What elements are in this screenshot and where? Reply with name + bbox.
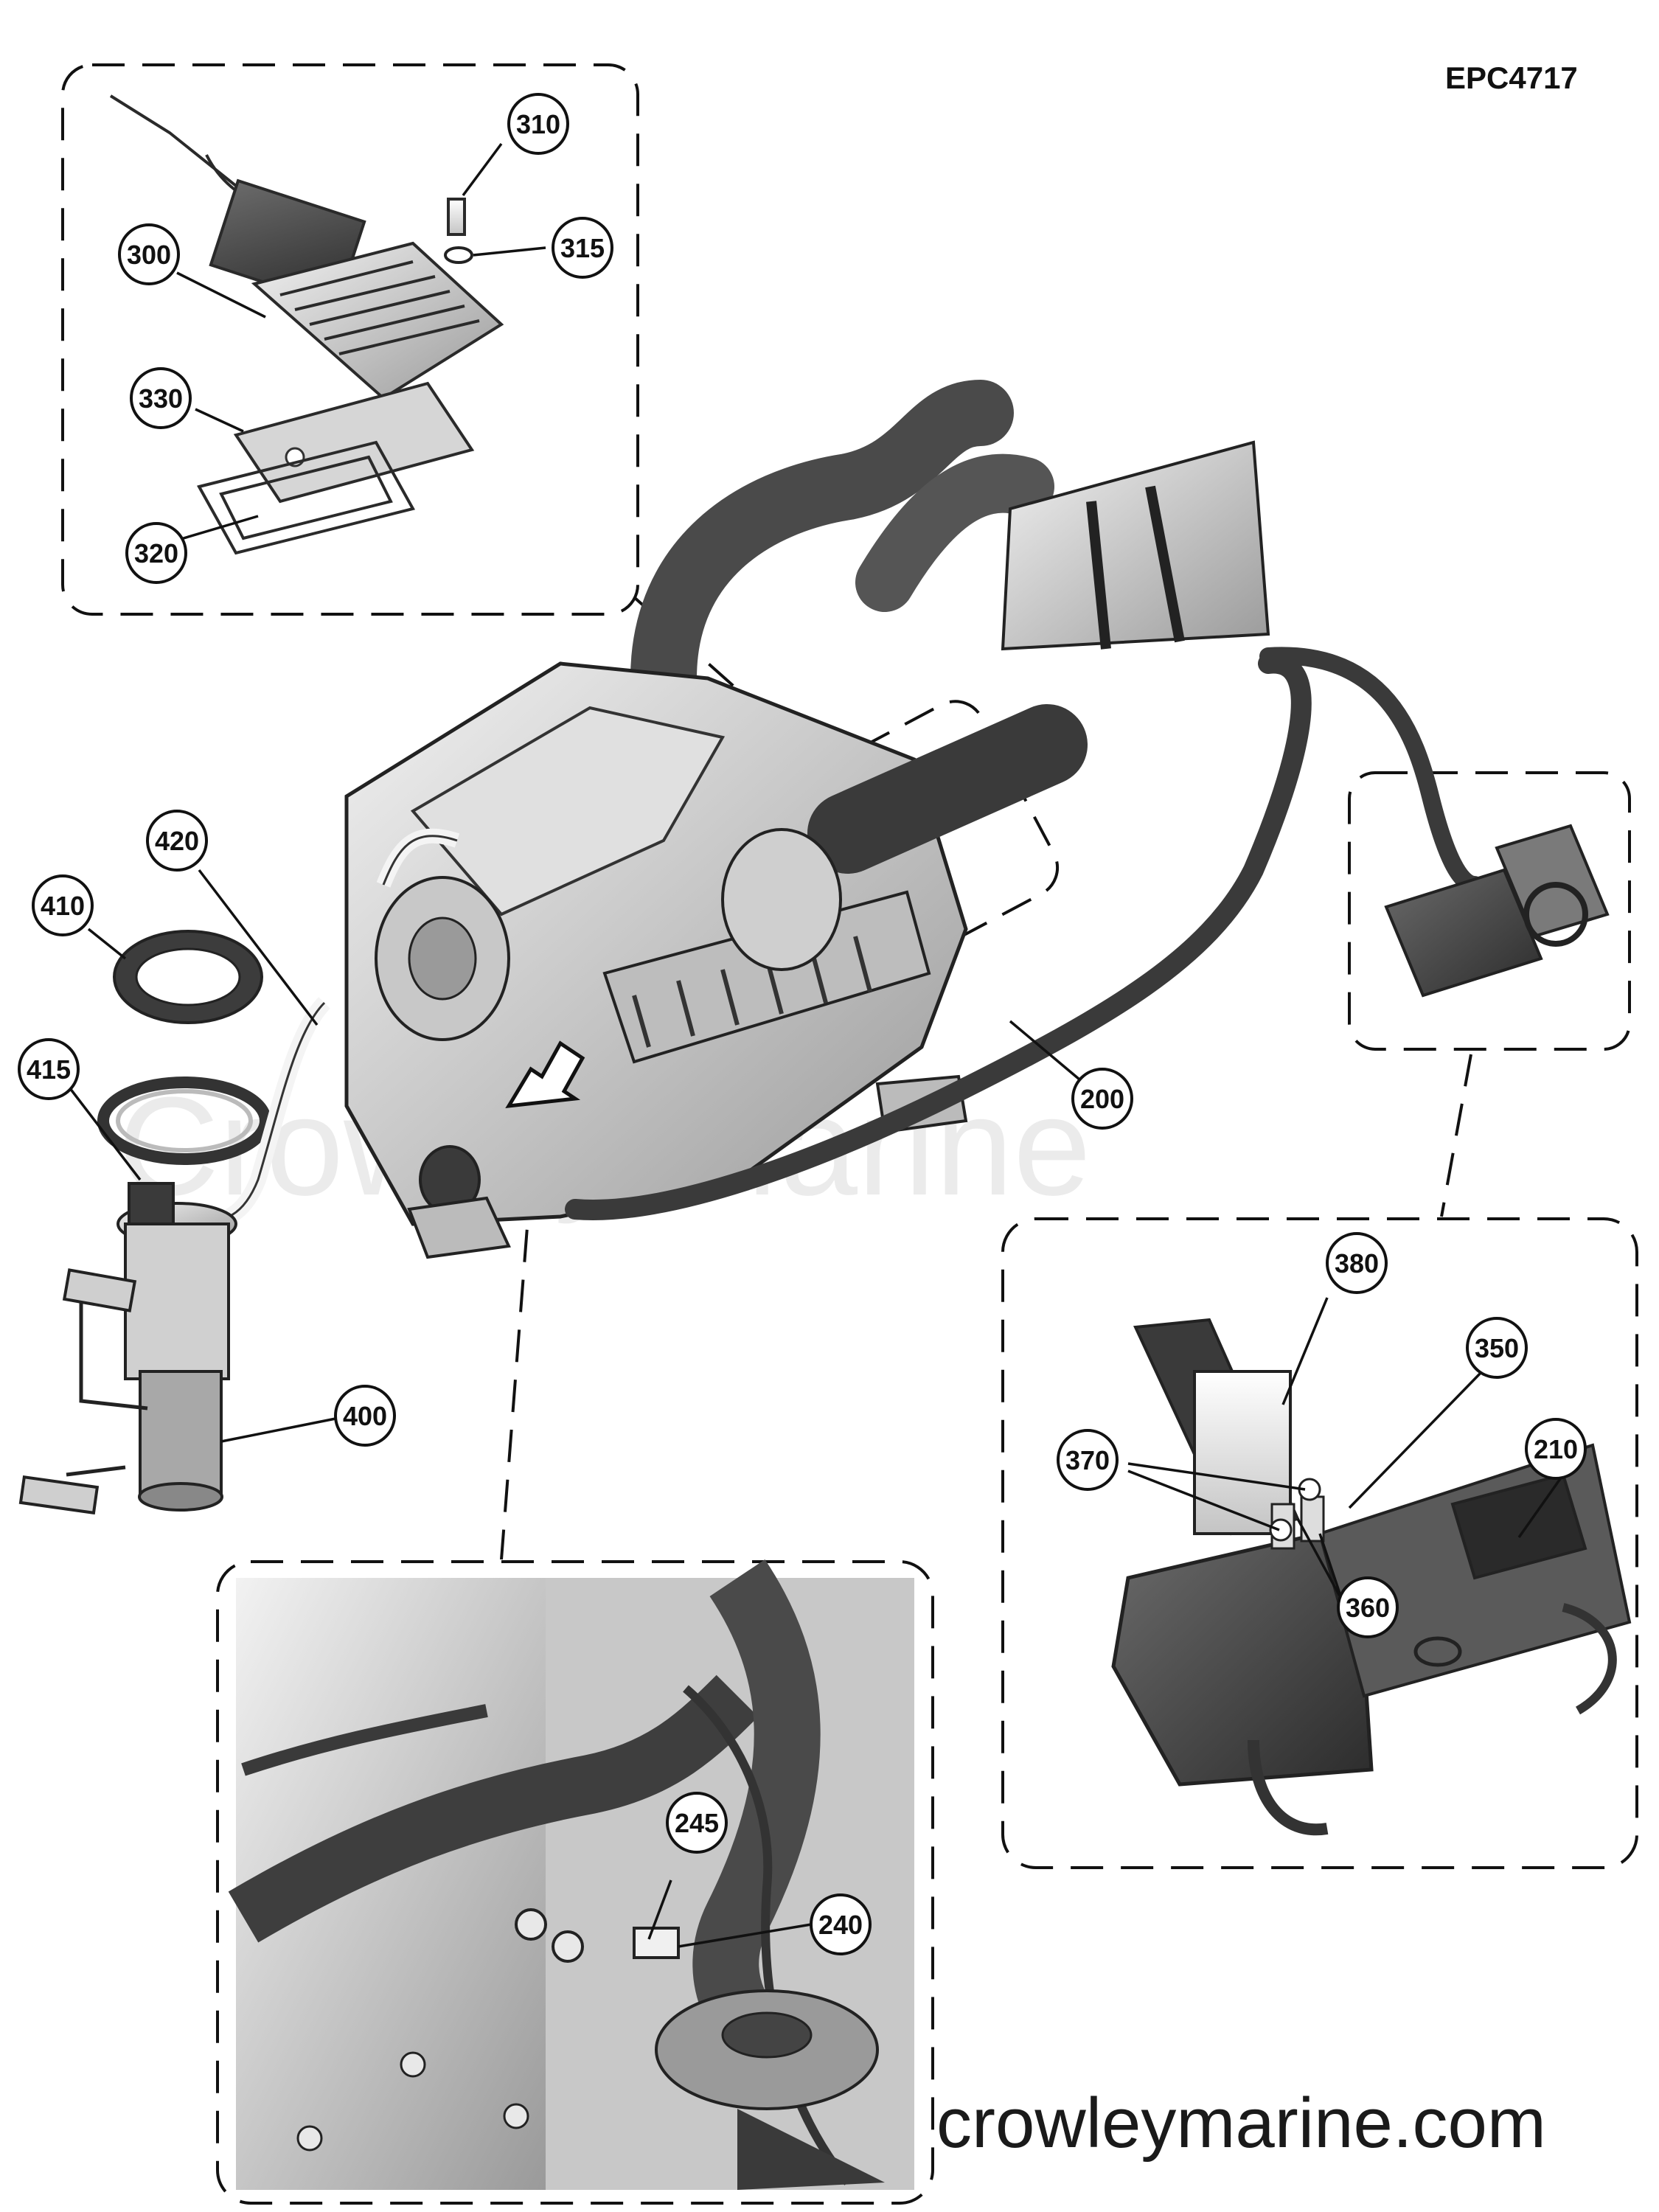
svg-text:410: 410 (41, 891, 85, 921)
callout-410: 410 (32, 874, 94, 936)
callout-330: 330 (130, 367, 192, 429)
svg-text:210: 210 (1534, 1434, 1578, 1464)
svg-text:245: 245 (675, 1808, 719, 1838)
svg-text:400: 400 (343, 1401, 387, 1431)
callout-360: 360 (1337, 1576, 1399, 1638)
svg-text:370: 370 (1065, 1445, 1110, 1475)
callout-420: 420 (146, 810, 208, 872)
svg-text:420: 420 (155, 826, 199, 856)
svg-text:320: 320 (134, 538, 178, 568)
starter-solenoid-illustration (1111, 1318, 1632, 1836)
voltage-regulator-illustration (109, 94, 504, 555)
solenoid-small-illustration (1384, 824, 1610, 998)
svg-text:200: 200 (1080, 1084, 1124, 1114)
callout-415: 415 (18, 1038, 80, 1100)
detail-link-ground (500, 1179, 532, 1560)
svg-text:300: 300 (127, 240, 171, 270)
harness-branch-illustration (1259, 647, 1484, 894)
callout-245: 245 (666, 1792, 728, 1854)
svg-text:310: 310 (516, 109, 560, 139)
detail-frame-solenoid (1001, 1217, 1638, 1869)
fuel-pump-illustration (18, 930, 331, 1515)
callout-320: 320 (125, 522, 187, 584)
callout-310: 310 (507, 93, 569, 155)
callout-210: 210 (1525, 1418, 1587, 1480)
detail-link-solenoid (1440, 1054, 1472, 1217)
callout-370: 370 (1057, 1429, 1119, 1491)
svg-text:315: 315 (560, 233, 605, 263)
wiring-harness-illustration (565, 653, 1312, 1220)
callout-200: 200 (1071, 1068, 1133, 1130)
callout-300: 300 (118, 223, 180, 285)
callout-400: 400 (334, 1385, 396, 1447)
detail-frame-regulator (61, 63, 639, 616)
svg-text:330: 330 (139, 383, 183, 414)
svg-text:240: 240 (818, 1910, 863, 1940)
callout-315: 315 (552, 217, 613, 279)
svg-text:380: 380 (1335, 1248, 1379, 1279)
site-url: crowleymarine.com (936, 2084, 1546, 2163)
callout-240: 240 (810, 1893, 872, 1955)
callout-380: 380 (1326, 1232, 1388, 1294)
ground-detail-illustration (228, 1559, 914, 2190)
document-code: EPC4717 (1445, 60, 1578, 95)
detail-frame-solenoid-small (1348, 771, 1631, 1051)
engine-assembly-illustration (344, 380, 1270, 1259)
detail-frame-ground (216, 1560, 934, 2205)
svg-text:415: 415 (27, 1054, 71, 1085)
svg-text:350: 350 (1475, 1333, 1519, 1363)
direction-arrow-icon (505, 1040, 585, 1109)
svg-text:360: 360 (1346, 1593, 1390, 1623)
callout-350: 350 (1466, 1317, 1528, 1379)
